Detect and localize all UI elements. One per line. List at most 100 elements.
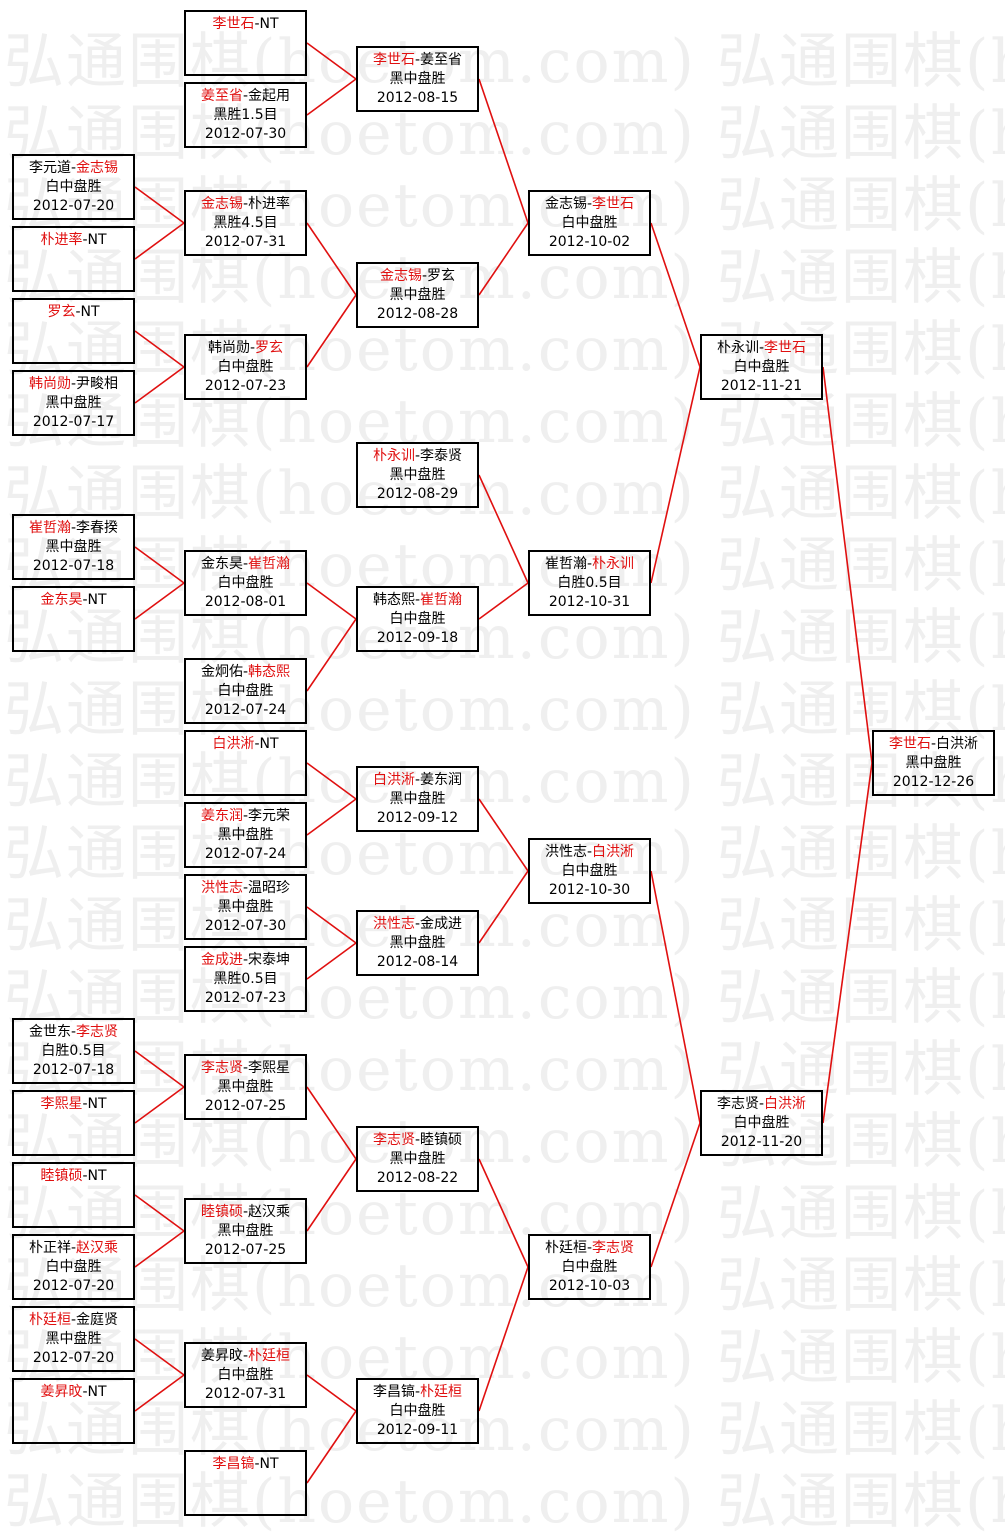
match-players: 韩尚勋-罗玄 (186, 339, 305, 358)
match-date: 2012-08-22 (376, 1170, 459, 1186)
player-separator: - (242, 808, 249, 824)
bracket-connector (306, 1086, 357, 1160)
match-date (14, 1421, 133, 1440)
player-separator: - (242, 664, 249, 680)
player-separator: - (70, 1240, 77, 1256)
match-result (14, 1186, 133, 1205)
match-result: 白中盘胜 (389, 1403, 446, 1419)
player-black: 韩尚勋 (28, 376, 71, 392)
player-black: 李志贤 (716, 1096, 759, 1112)
player-separator: - (70, 1024, 77, 1040)
match-date: 2012-07-23 (204, 378, 287, 394)
bracket-connector (306, 1374, 357, 1412)
player-black: 金志锡 (200, 196, 243, 212)
player-separator: - (242, 88, 249, 104)
player-white: NT (259, 736, 279, 752)
bracket-connector (134, 222, 185, 260)
match-result: 黑胜0.5目 (213, 971, 278, 987)
player-separator: - (82, 1168, 88, 1184)
player-black: 李世石 (372, 52, 415, 68)
player-black: 朴永训 (372, 448, 415, 464)
bracket-connector (134, 1374, 185, 1412)
player-black: 朴廷桓 (28, 1312, 71, 1328)
player-separator: - (586, 196, 593, 212)
bracket-connector (306, 1158, 357, 1232)
player-separator: - (414, 1132, 421, 1148)
match-date: 2012-07-20 (32, 1278, 115, 1294)
bracket-connector (134, 366, 185, 404)
match-box-r0m8: 李熙星-NT (12, 1090, 135, 1156)
bracket-connector (306, 906, 357, 944)
match-players: 金炯佑-韩态熙 (186, 663, 305, 682)
match-date: 2012-09-18 (376, 630, 459, 646)
match-date (186, 773, 305, 792)
player-black: 金炯佑 (200, 664, 243, 680)
player-white: 朴廷桓 (420, 1384, 463, 1400)
match-result: 白中盘胜 (561, 1259, 618, 1275)
player-separator: - (242, 880, 249, 896)
bracket-connector (478, 474, 529, 584)
match-date: 2012-11-20 (720, 1134, 803, 1150)
match-date: 2012-07-20 (32, 1350, 115, 1366)
match-result: 黑中盘胜 (45, 539, 102, 555)
bracket-connector (650, 1122, 701, 1268)
match-result: 黑中盘胜 (389, 791, 446, 807)
match-result: 白中盘胜 (45, 1259, 102, 1275)
match-players: 金志锡-朴进率 (186, 195, 305, 214)
bracket-connector (822, 762, 873, 1124)
player-white: NT (87, 1168, 107, 1184)
player-white: 李熙星 (248, 1060, 291, 1076)
player-black: 金志锡 (544, 196, 587, 212)
match-result: 白中盘胜 (217, 683, 274, 699)
match-players: 韩态熙-崔哲瀚 (358, 591, 477, 610)
player-separator: - (70, 376, 77, 392)
match-players: 李昌镐-NT (186, 1455, 305, 1474)
player-white: 李世石 (592, 196, 635, 212)
match-date (14, 341, 133, 360)
player-white: 罗玄 (427, 268, 456, 284)
match-result: 白中盘胜 (217, 359, 274, 375)
player-white: 李世石 (764, 340, 807, 356)
match-players: 朴永训-李世石 (702, 339, 821, 358)
match-result: 黑中盘胜 (389, 1151, 446, 1167)
match-result: 黑胜4.5目 (213, 215, 278, 231)
match-players: 金志锡-李世石 (530, 195, 649, 214)
player-separator: - (254, 736, 260, 752)
match-date: 2012-08-29 (376, 486, 459, 502)
player-black: 姜昇旼 (200, 1348, 243, 1364)
player-white: 李元荣 (248, 808, 291, 824)
match-date: 2012-07-20 (32, 198, 115, 214)
match-box-r0m9: 睦镇硕-NT (12, 1162, 135, 1228)
match-date: 2012-12-26 (892, 774, 975, 790)
player-white: 白洪淅 (764, 1096, 807, 1112)
match-date: 2012-07-24 (204, 846, 287, 862)
match-result: 黑中盘胜 (389, 935, 446, 951)
bracket-connector (306, 1410, 357, 1484)
match-result: 白中盘胜 (217, 575, 274, 591)
match-result: 黑中盘胜 (905, 755, 962, 771)
match-players: 姜东润-李元荣 (186, 807, 305, 826)
bracket-connector (134, 1050, 185, 1088)
bracket-connector (306, 222, 357, 296)
match-players: 金志锡-罗玄 (358, 267, 477, 286)
player-separator: - (70, 160, 77, 176)
match-box-r1m1: 李世石-NT (184, 10, 307, 76)
player-white: 姜至省 (420, 52, 463, 68)
player-separator: - (586, 556, 593, 572)
